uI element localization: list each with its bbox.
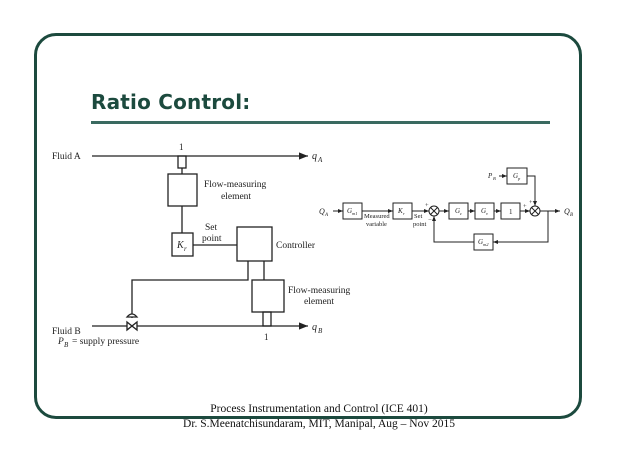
- setpoint-label-line1: Set: [205, 223, 218, 233]
- q-a-subscript: A: [317, 156, 323, 164]
- fluid-b-label: Fluid B: [52, 327, 81, 337]
- pb-block-label: P: [487, 172, 493, 180]
- gc-label: G: [455, 207, 460, 215]
- flow-tap-a: [177, 155, 187, 169]
- kr-block-label: K: [397, 207, 403, 215]
- title-underline: [91, 121, 550, 124]
- controller-label: Controller: [276, 241, 316, 251]
- slide-frame: [34, 33, 582, 419]
- set-point-line2: point: [413, 221, 427, 228]
- flow-measuring-element-b: [251, 279, 285, 313]
- controller-block: [236, 226, 273, 262]
- fm-a-label-line1: Flow-measuring: [204, 180, 267, 190]
- kr-block-subscript: r: [403, 211, 405, 216]
- feedback-line-b: [432, 216, 474, 243]
- fm-b-label-line1: Flow-measuring: [288, 286, 351, 296]
- sum2-plus-left: +: [523, 203, 527, 210]
- qa-subscript: A: [324, 213, 329, 218]
- supply-pressure-label: = supply pressure: [72, 337, 139, 347]
- pb-label: P: [57, 337, 64, 347]
- measured-variable-line1: Measured: [364, 213, 390, 220]
- qb-label: Q: [564, 207, 570, 216]
- q-b-subscript: B: [318, 327, 323, 335]
- gp-subscript: p: [517, 176, 521, 181]
- block-diagram: [333, 167, 560, 251]
- qb-subscript: B: [570, 213, 573, 218]
- sum2-plus-top: +: [529, 199, 533, 206]
- controller-output-line: [131, 261, 249, 318]
- q-b-label: q: [312, 322, 317, 333]
- gp-label: G: [513, 172, 518, 180]
- fluid-a-label: Fluid A: [52, 152, 81, 162]
- kr-label: K: [176, 240, 185, 251]
- gc-subscript: c: [460, 211, 462, 216]
- valve-actuator: [125, 313, 139, 318]
- kr-subscript: r: [184, 245, 187, 253]
- qa-label: Q: [319, 207, 325, 216]
- setpoint-label-line2: point: [202, 234, 222, 244]
- flow-tap-b: [262, 311, 272, 327]
- footer-author-line: Dr. S.Meenatchisundaram, MIT, Manipal, A…: [183, 418, 455, 430]
- pb-block-subscript: B: [493, 176, 496, 181]
- gm2-subscript: m2: [483, 242, 489, 247]
- left-diagram-labels: Fluid A q A 1 Flow-measuring element K r…: [52, 142, 351, 349]
- unity-label: 1: [509, 208, 513, 216]
- footer-course-line: Process Instrumentation and Control (ICE…: [210, 403, 428, 415]
- gv-subscript: v: [486, 211, 488, 216]
- gm2-label: G: [478, 238, 483, 246]
- gv-label: G: [481, 207, 486, 215]
- fm-b-label-line2: element: [304, 297, 334, 307]
- gp-to-sum2-line: [527, 175, 537, 206]
- flow-measuring-element-a: [167, 173, 198, 207]
- control-valve-body: [126, 320, 138, 332]
- feedback-line-a: [493, 211, 549, 244]
- block-diagram-labels: Q A G m1 Measured variable K r Set point…: [319, 172, 573, 247]
- fm-a-label-line2: element: [221, 192, 251, 202]
- gm1-label: G: [347, 207, 352, 215]
- q-a-label: q: [312, 151, 317, 162]
- sum1-plus-sign: +: [425, 202, 429, 209]
- measured-variable-line2: variable: [366, 221, 387, 228]
- slide-title: Ratio Control:: [91, 90, 251, 114]
- set-point-line1: Set: [414, 213, 423, 220]
- pb-subscript: B: [64, 341, 69, 349]
- tap-a-number: 1: [179, 142, 184, 152]
- gm1-subscript: m1: [352, 211, 358, 216]
- sum1-minus-sign: −: [428, 217, 432, 224]
- tap-b-number: 1: [264, 332, 269, 342]
- physical-ratio-control-diagram: [92, 152, 308, 332]
